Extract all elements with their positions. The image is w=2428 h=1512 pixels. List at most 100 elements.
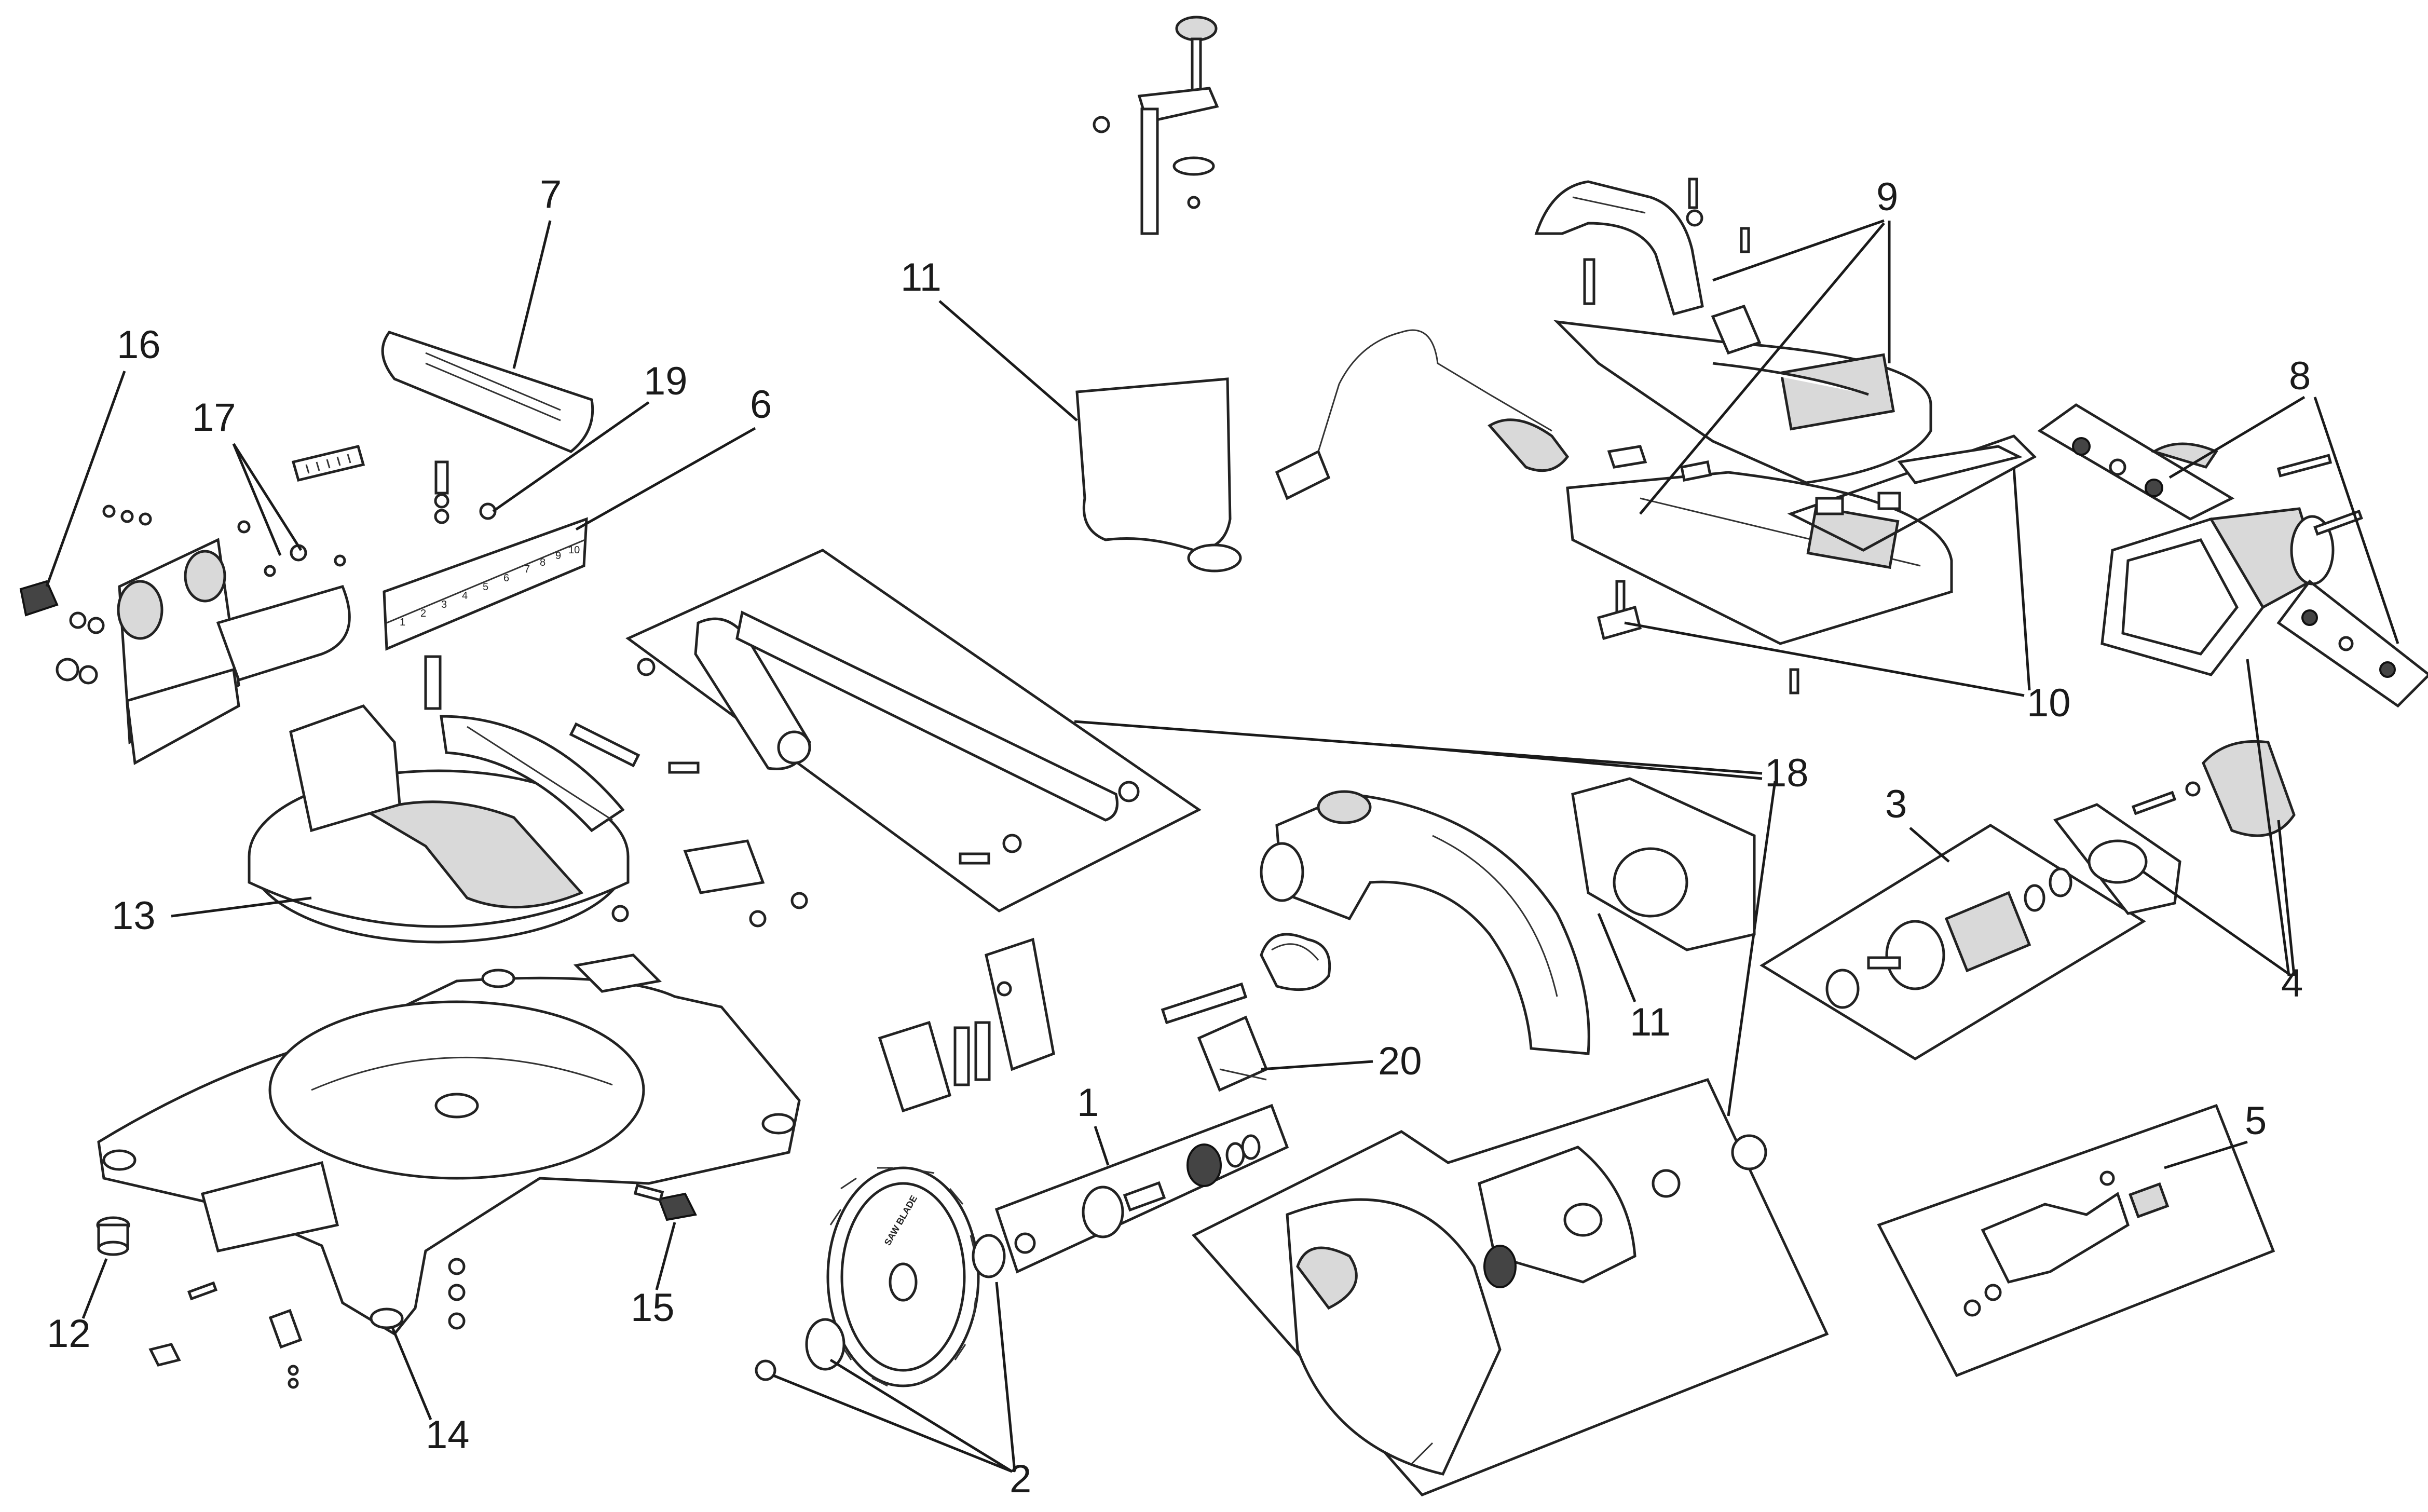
svg-text:2: 2 bbox=[420, 608, 426, 619]
callout-17: 17 bbox=[192, 396, 236, 440]
lower-guard-group bbox=[1191, 1078, 1829, 1496]
arbor-bolt bbox=[755, 1359, 776, 1381]
saw-base bbox=[97, 953, 801, 1336]
fence-scale-marks: 1 2 3 4 5 6 7 8 9 10 bbox=[400, 544, 580, 628]
leader-11-bottom bbox=[1597, 913, 1636, 1002]
saw-blade: SAW BLADE bbox=[826, 1166, 980, 1387]
leader-4b bbox=[2143, 870, 2293, 977]
callout-3: 3 bbox=[1885, 782, 1907, 826]
bevel-pivot-bracket bbox=[117, 538, 351, 765]
bevel-lock-knob bbox=[19, 580, 105, 685]
link-arm-group bbox=[625, 549, 1202, 912]
guard-spring-and-pin bbox=[1161, 933, 1331, 1025]
svg-text:6: 6 bbox=[503, 573, 509, 584]
callout-9: 9 bbox=[1876, 175, 1898, 219]
svg-text:7: 7 bbox=[524, 564, 530, 575]
leader-6 bbox=[575, 427, 756, 531]
arbor-flange-group bbox=[994, 1104, 1289, 1274]
turntable-spring bbox=[569, 722, 640, 768]
leader-8a bbox=[2168, 396, 2306, 479]
upper-blade-guard bbox=[1260, 790, 1590, 1055]
dust-bag bbox=[1075, 377, 1242, 573]
bevel-small-parts bbox=[102, 505, 346, 577]
svg-text:9: 9 bbox=[555, 550, 561, 562]
callout-14: 14 bbox=[426, 1413, 470, 1457]
svg-text:5: 5 bbox=[483, 581, 488, 593]
leader-11-top bbox=[938, 300, 1078, 421]
leader-10b bbox=[2012, 467, 2031, 691]
callout-1: 1 bbox=[1077, 1081, 1099, 1125]
guard-link-bracket bbox=[1197, 1015, 1268, 1092]
bracket-and-pins bbox=[683, 839, 808, 928]
spindle-lock-group bbox=[1877, 1104, 2275, 1378]
handle-lower-shell bbox=[1566, 471, 1953, 645]
stator-and-end-shield bbox=[2053, 740, 2296, 915]
leader-12 bbox=[81, 1258, 108, 1319]
callout-5: 5 bbox=[2245, 1099, 2267, 1143]
callout-12: 12 bbox=[47, 1312, 91, 1356]
brush-holder-set-bottom bbox=[2276, 579, 2428, 708]
callout-10: 10 bbox=[2027, 681, 2071, 725]
leader-10a bbox=[1624, 621, 2025, 697]
leader-17b bbox=[232, 443, 303, 551]
trigger-switch bbox=[1607, 304, 1762, 482]
leader-20 bbox=[1261, 1060, 1373, 1071]
callout-16: 16 bbox=[117, 323, 161, 367]
depth-stop-assembly bbox=[1093, 16, 1219, 235]
handle-grip bbox=[1534, 180, 1704, 316]
callout-15: 15 bbox=[631, 1286, 675, 1330]
extension-support-plate bbox=[381, 331, 594, 453]
turntable bbox=[248, 704, 630, 944]
leader-18c bbox=[1727, 781, 1777, 1116]
leader-14 bbox=[390, 1326, 432, 1420]
centre-switch-parts bbox=[878, 937, 1055, 1113]
leader-13 bbox=[171, 896, 312, 918]
svg-text:4: 4 bbox=[462, 590, 468, 602]
leader-18b bbox=[1390, 743, 1763, 780]
svg-text:8: 8 bbox=[540, 557, 545, 568]
leader-9a bbox=[1712, 219, 1885, 282]
callout-11-bottom: 11 bbox=[1630, 1000, 1671, 1044]
callout-20: 20 bbox=[1378, 1039, 1422, 1083]
leader-17a bbox=[232, 443, 282, 556]
leader-2c bbox=[995, 1282, 1016, 1472]
fence-screws bbox=[434, 460, 497, 524]
callout-13: 13 bbox=[112, 894, 156, 938]
leader-5 bbox=[2164, 1140, 2248, 1169]
motor-mount-bracket bbox=[1571, 777, 1756, 951]
callout-19: 19 bbox=[644, 359, 688, 403]
leader-4c bbox=[2277, 820, 2296, 976]
fence-with-scale bbox=[383, 517, 588, 651]
base-foot bbox=[96, 1216, 130, 1256]
callout-11-top: 11 bbox=[901, 255, 942, 299]
callout-7: 7 bbox=[540, 172, 562, 216]
outer-blade-washer bbox=[972, 1234, 1006, 1278]
leader-4a bbox=[2246, 659, 2290, 976]
leader-15 bbox=[655, 1222, 676, 1290]
power-cord bbox=[1275, 329, 1570, 500]
brush-spring-screws bbox=[2276, 454, 2363, 536]
leader-2b bbox=[829, 1358, 1013, 1473]
base-small-parts bbox=[148, 905, 629, 1389]
callout-6: 6 bbox=[750, 383, 772, 427]
leader-8b bbox=[2313, 397, 2399, 644]
small-scale-plate bbox=[291, 445, 365, 482]
leader-1 bbox=[1094, 1126, 1110, 1166]
callout-18: 18 bbox=[1765, 751, 1809, 795]
svg-text:1: 1 bbox=[400, 617, 405, 628]
leader-2a bbox=[773, 1374, 1013, 1473]
leader-16 bbox=[45, 371, 126, 587]
svg-text:3: 3 bbox=[441, 599, 447, 610]
leader-19 bbox=[492, 401, 650, 513]
svg-text:10: 10 bbox=[568, 544, 580, 556]
motor-housing bbox=[2100, 507, 2335, 676]
leader-9c bbox=[1639, 222, 1885, 515]
table-lock-knob bbox=[633, 1183, 697, 1221]
leader-3 bbox=[1909, 827, 1950, 863]
turntable-bolt bbox=[424, 655, 442, 710]
switch-parts-group bbox=[1597, 434, 2037, 641]
callout-8: 8 bbox=[2289, 354, 2311, 398]
armature-group bbox=[1759, 824, 2146, 1060]
inner-blade-washer bbox=[805, 1318, 845, 1371]
